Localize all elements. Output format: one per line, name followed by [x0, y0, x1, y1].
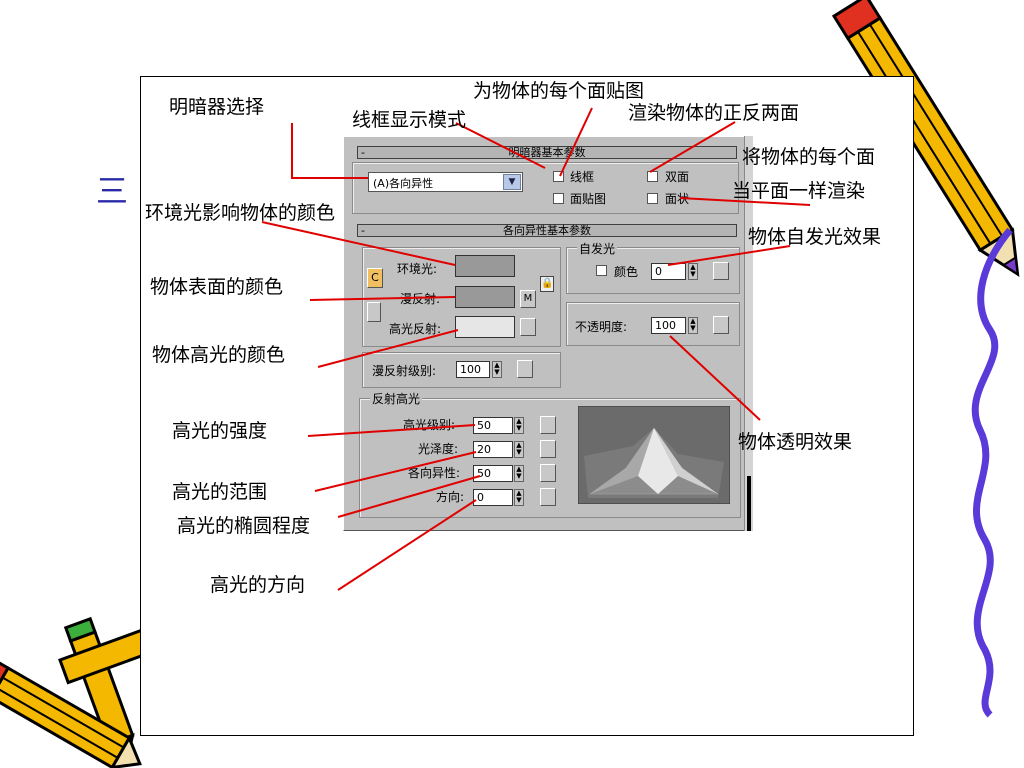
shader-select[interactable]: (A)各向异性 ▼: [368, 172, 523, 192]
opacity-spinner[interactable]: ▲▼: [688, 317, 698, 334]
note-two-sided: 渲染物体的正反两面: [628, 102, 800, 124]
rollout-shader-basic-title: 明暗器基本参数: [508, 146, 586, 159]
anisotropy-input[interactable]: 50: [473, 465, 513, 482]
diffuse-label: 漫反射:: [400, 292, 441, 306]
orientation-input[interactable]: 0: [473, 489, 513, 506]
anisotropy-map-button[interactable]: [540, 464, 556, 482]
note-specular: 物体高光的颜色: [152, 344, 286, 366]
glossiness-label: 光泽度:: [418, 442, 459, 456]
note-faceted-1: 将物体的每个面: [742, 146, 876, 168]
anisotropy-spinner[interactable]: ▲▼: [514, 465, 524, 482]
faceted-label: 面状: [665, 192, 690, 206]
self-illum-group-label: 自发光: [577, 240, 618, 257]
glossiness-map-button[interactable]: [540, 440, 556, 458]
slide-title: 三: [96, 172, 129, 210]
opacity-label: 不透明度:: [575, 320, 628, 334]
orientation-map-button[interactable]: [540, 488, 556, 506]
anisotropy-label: 各向异性:: [408, 466, 461, 480]
specular-curve-graph: [578, 406, 730, 504]
diffuse-level-map-button[interactable]: [517, 360, 533, 378]
note-wire: 线框显示模式: [352, 109, 467, 131]
note-ambient: 环境光影响物体的颜色: [145, 202, 336, 224]
rollout-aniso-basic[interactable]: - 各向异性基本参数: [357, 224, 737, 237]
self-illum-map-button[interactable]: [713, 262, 729, 280]
ambient-swatch[interactable]: [455, 255, 515, 277]
diffuse-level-input[interactable]: 100: [456, 361, 490, 378]
chevron-down-icon[interactable]: ▼: [503, 174, 521, 190]
two-sided-label: 双面: [665, 170, 690, 184]
note-anisotropy: 高光的椭圆程度: [177, 515, 311, 537]
specular-map-button[interactable]: [520, 318, 536, 336]
note-self-illum: 物体自发光效果: [748, 226, 882, 248]
self-illum-input[interactable]: 0: [651, 263, 686, 280]
faceted-checkbox[interactable]: [647, 193, 658, 204]
diffuse-swatch[interactable]: [455, 286, 515, 308]
rollout-shader-basic[interactable]: - 明暗器基本参数: [357, 146, 737, 159]
glossiness-spinner[interactable]: ▲▼: [514, 441, 524, 458]
specular-swatch[interactable]: [455, 316, 515, 338]
m-button[interactable]: M: [520, 290, 536, 308]
opacity-map-button[interactable]: [713, 316, 729, 334]
lock-icon[interactable]: 🔒: [540, 276, 554, 292]
orientation-spinner[interactable]: ▲▼: [514, 489, 524, 506]
panel-scrollbar[interactable]: [744, 136, 753, 531]
note-opacity: 物体透明效果: [738, 431, 853, 453]
spec-level-spinner[interactable]: ▲▼: [514, 417, 524, 434]
face-map-checkbox[interactable]: [553, 193, 564, 204]
wire-checkbox[interactable]: [553, 171, 564, 182]
face-map-label: 面贴图: [570, 192, 607, 206]
specular-highlight-group-label: 反射高光: [370, 390, 423, 407]
diffuse-level-spinner[interactable]: ▲▼: [492, 361, 502, 378]
shader-basic-group: [352, 162, 739, 214]
glossiness-input[interactable]: 20: [473, 441, 513, 458]
diffuse-level-label: 漫反射级别:: [372, 364, 437, 378]
lock-c2-button[interactable]: [367, 302, 381, 322]
rollout-aniso-basic-title: 各向异性基本参数: [503, 224, 591, 237]
specular-label: 高光反射:: [389, 322, 442, 336]
self-illum-color-label: 颜色: [614, 265, 639, 279]
note-diffuse: 物体表面的颜色: [150, 276, 284, 298]
ambient-label: 环境光:: [397, 262, 438, 276]
self-illum-color-checkbox[interactable]: [596, 265, 607, 276]
note-orientation: 高光的方向: [210, 574, 306, 596]
note-face-map: 为物体的每个面贴图: [473, 80, 645, 102]
opacity-input[interactable]: 100: [651, 317, 686, 334]
note-faceted-2: 当平面一样渲染: [732, 180, 866, 202]
spec-level-map-button[interactable]: [540, 416, 556, 434]
note-glossiness: 高光的范围: [172, 481, 268, 503]
orientation-label: 方向:: [436, 490, 465, 504]
note-shader-select: 明暗器选择: [169, 96, 265, 118]
specular-highlight-group: [359, 398, 741, 518]
diffuse-level-group: [362, 352, 561, 388]
color-group: [362, 247, 561, 347]
self-illum-group: [566, 247, 740, 294]
wire-label: 线框: [570, 170, 595, 184]
self-illum-spinner[interactable]: ▲▼: [688, 263, 698, 280]
lock-c-button[interactable]: C: [367, 268, 383, 288]
note-spec-level: 高光的强度: [172, 420, 268, 442]
opacity-group: [566, 302, 740, 346]
